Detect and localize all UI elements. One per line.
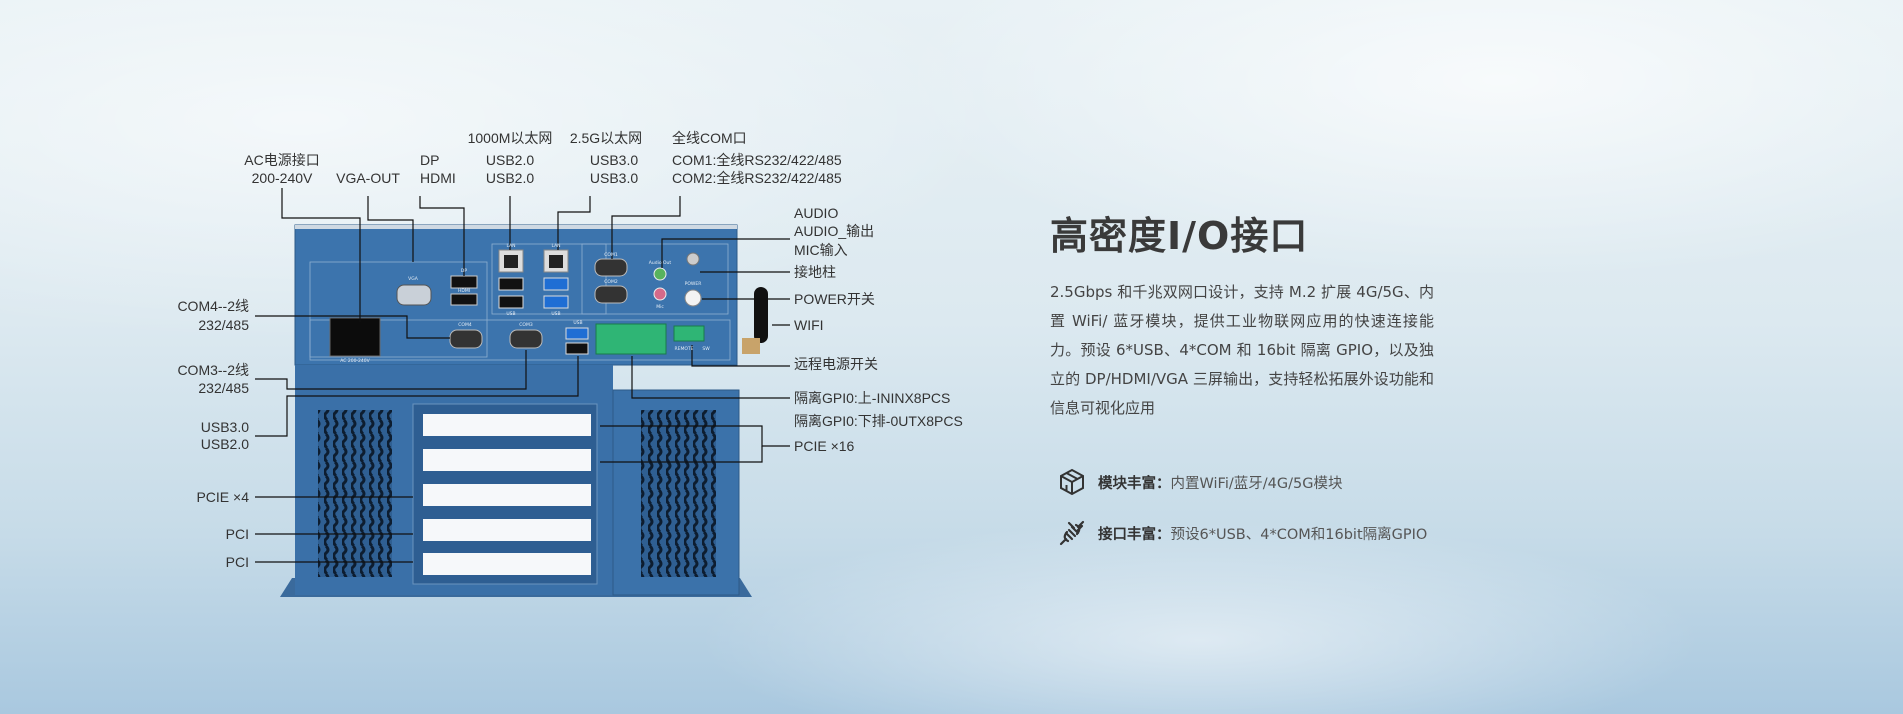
- panel-mark: LAN: [506, 243, 515, 249]
- panel-mark: COM1: [604, 252, 618, 258]
- label-ground: 接地柱: [794, 264, 836, 280]
- panel-mark: Audio Out: [649, 260, 672, 266]
- label-lan2: 2.5G以太网: [569, 130, 643, 146]
- leader-lines: [255, 188, 790, 563]
- power-button: [684, 289, 702, 307]
- plug-icon: [1059, 520, 1085, 546]
- label-usb3: USB3.0: [200, 419, 249, 435]
- section-title: 高密度I/O接口: [1050, 214, 1309, 258]
- label-lan2-usb-b: USB3.0: [589, 170, 639, 186]
- com2-port: [594, 285, 628, 304]
- vga-port: [396, 284, 432, 306]
- label-dp: DP: [420, 152, 440, 168]
- label-com: 全线COM口: [672, 130, 747, 146]
- panel-mark: COM3: [519, 322, 533, 328]
- label-lan1-usb-a: USB2.0: [485, 152, 535, 168]
- com1-port: [594, 258, 628, 277]
- label-pcie16: PCIE ×16: [794, 438, 855, 454]
- hdmi-port: [450, 293, 478, 306]
- label-ac-power: AC电源接口: [244, 152, 320, 168]
- panel-mark: HDMI: [458, 288, 470, 294]
- feature-label: 接口丰富：: [1098, 526, 1171, 543]
- wifi-antenna: [754, 287, 768, 343]
- panel-mark: VGA: [408, 276, 419, 282]
- panel-mark: AC 200-240V: [340, 358, 370, 364]
- section-description: 2.5Gbps 和千兆双网口设计，支持 M.2 扩展 4G/5G、内置 WiFi…: [1050, 283, 1434, 417]
- label-gpio-out: 隔离GPI0:下排-0UTX8PCS: [794, 413, 963, 429]
- cube-icon: [1060, 468, 1084, 496]
- label-lan1: 1000M以太网: [467, 130, 553, 146]
- label-usb2: USB2.0: [200, 436, 249, 452]
- dp-port: [450, 275, 478, 289]
- ports: [329, 249, 768, 357]
- label-com4-mode: 232/485: [198, 317, 249, 333]
- label-lan1-usb-b: USB2.0: [485, 170, 535, 186]
- panel-mark: USB: [573, 320, 582, 326]
- label-wifi: WIFI: [794, 317, 824, 333]
- ac-inlet: [329, 317, 381, 357]
- remote-terminal: [673, 325, 705, 342]
- label-com1: COM1:全线RS232/422/485: [672, 152, 842, 168]
- feature-interfaces: 接口丰富：预设6*USB、4*COM和16bit隔离GPIO: [1058, 519, 1427, 547]
- panel-mark: USB: [551, 311, 560, 317]
- feature-modules: 模块丰富：内置WiFi/蓝牙/4G/5G模块: [1058, 468, 1342, 496]
- com4-port: [449, 329, 483, 349]
- vent-grille-left: [318, 410, 392, 577]
- ground-post: [686, 252, 700, 266]
- panel-mark: COM2: [604, 279, 618, 285]
- panel-mark: USB: [506, 311, 515, 317]
- feature-text: 预设6*USB、4*COM和16bit隔离GPIO: [1170, 526, 1428, 543]
- label-com2: COM2:全线RS232/422/485: [672, 170, 842, 186]
- label-remote-power: 远程电源开关: [794, 356, 878, 372]
- label-audio: AUDIO: [794, 205, 839, 221]
- label-pcie4: PCIE ×4: [196, 489, 249, 505]
- panel-mark: POWER: [685, 281, 702, 287]
- label-lan2-usb-a: USB3.0: [589, 152, 639, 168]
- label-mic: MIC输入: [794, 242, 848, 258]
- panel-mark: COM4: [458, 322, 472, 328]
- feature-text: 内置WiFi/蓝牙/4G/5G模块: [1170, 475, 1343, 492]
- label-pci-1: PCI: [225, 526, 249, 542]
- label-hdmi: HDMI: [420, 170, 456, 186]
- label-com3: COM3--2线: [177, 362, 249, 378]
- panel-mark: LAN: [551, 243, 560, 249]
- label-gpio-in: 隔离GPI0:上-ININX8PCS: [794, 390, 951, 406]
- com3-port: [509, 329, 543, 349]
- panel-mark: Mic: [656, 304, 664, 310]
- mic-jack: [653, 287, 667, 301]
- panel-mark: REMOTE: [675, 346, 694, 352]
- label-audio-out: AUDIO_输出: [794, 223, 875, 239]
- label-com4: COM4--2线: [177, 298, 249, 314]
- label-power: POWER开关: [794, 291, 875, 307]
- label-pci-2: PCI: [225, 554, 249, 570]
- feature-label: 模块丰富：: [1098, 475, 1171, 492]
- gpio-terminal: [595, 323, 667, 355]
- panel-mark: DP: [461, 268, 467, 274]
- vent-grille-right: [641, 410, 716, 577]
- label-com3-mode: 232/485: [198, 380, 249, 396]
- panel-mark: SW: [702, 346, 710, 352]
- label-ac-voltage: 200-240V: [251, 170, 313, 186]
- audio-out-jack: [653, 267, 667, 281]
- expansion-slots: [423, 414, 591, 575]
- label-vga: VGA-OUT: [336, 170, 400, 186]
